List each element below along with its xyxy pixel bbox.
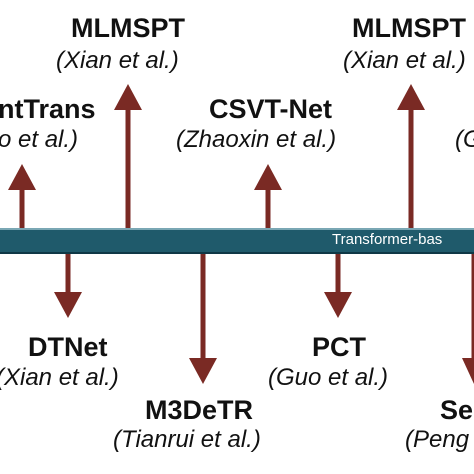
item-author-dtnet: (Xian et al.) — [0, 364, 119, 391]
item-author-csvt-net: (Zhaoxin et al.) — [176, 126, 337, 153]
arrow-up-mlmspt-1 — [114, 84, 142, 230]
item-author-mlmspt-2: (Xian et al.) — [343, 47, 466, 74]
item-author-m3detr: (Tianrui et al.) — [113, 426, 261, 453]
arrow-down-edge-right — [462, 252, 474, 384]
item-author-pointtrans: o et al.) — [0, 126, 79, 153]
arrow-up-pointtrans — [8, 164, 36, 230]
arrow-up-mlmspt-2 — [397, 84, 425, 230]
item-name-pct: PCT — [312, 332, 366, 362]
arrow-down-pct — [324, 252, 352, 318]
item-author-mlmspt-1: (Xian et al.) — [56, 47, 179, 74]
item-name-dtnet: DTNet — [28, 332, 108, 362]
item-name-m3detr: M3DeTR — [145, 395, 254, 425]
item-author-pct: (Guo et al.) — [268, 364, 389, 391]
item-author-edge-right-bottom: (Peng — [405, 426, 470, 453]
arrow-down-m3detr — [189, 252, 217, 384]
arrow-up-csvt-net — [254, 164, 282, 230]
item-name-csvt-net: CSVT-Net — [209, 94, 333, 124]
timeline-bar — [0, 228, 474, 254]
item-name-pointtrans: ntTrans — [0, 94, 96, 124]
item-name-mlmspt-1: MLMSPT — [71, 13, 185, 43]
arrow-down-dtnet — [54, 252, 82, 318]
item-name-mlmspt-2: MLMSPT — [352, 13, 466, 43]
item-name-edge-right-bottom: Se — [440, 395, 474, 425]
timeline-label: Transformer-bas — [332, 231, 443, 248]
item-author-edge-right-top: (G — [455, 126, 474, 153]
